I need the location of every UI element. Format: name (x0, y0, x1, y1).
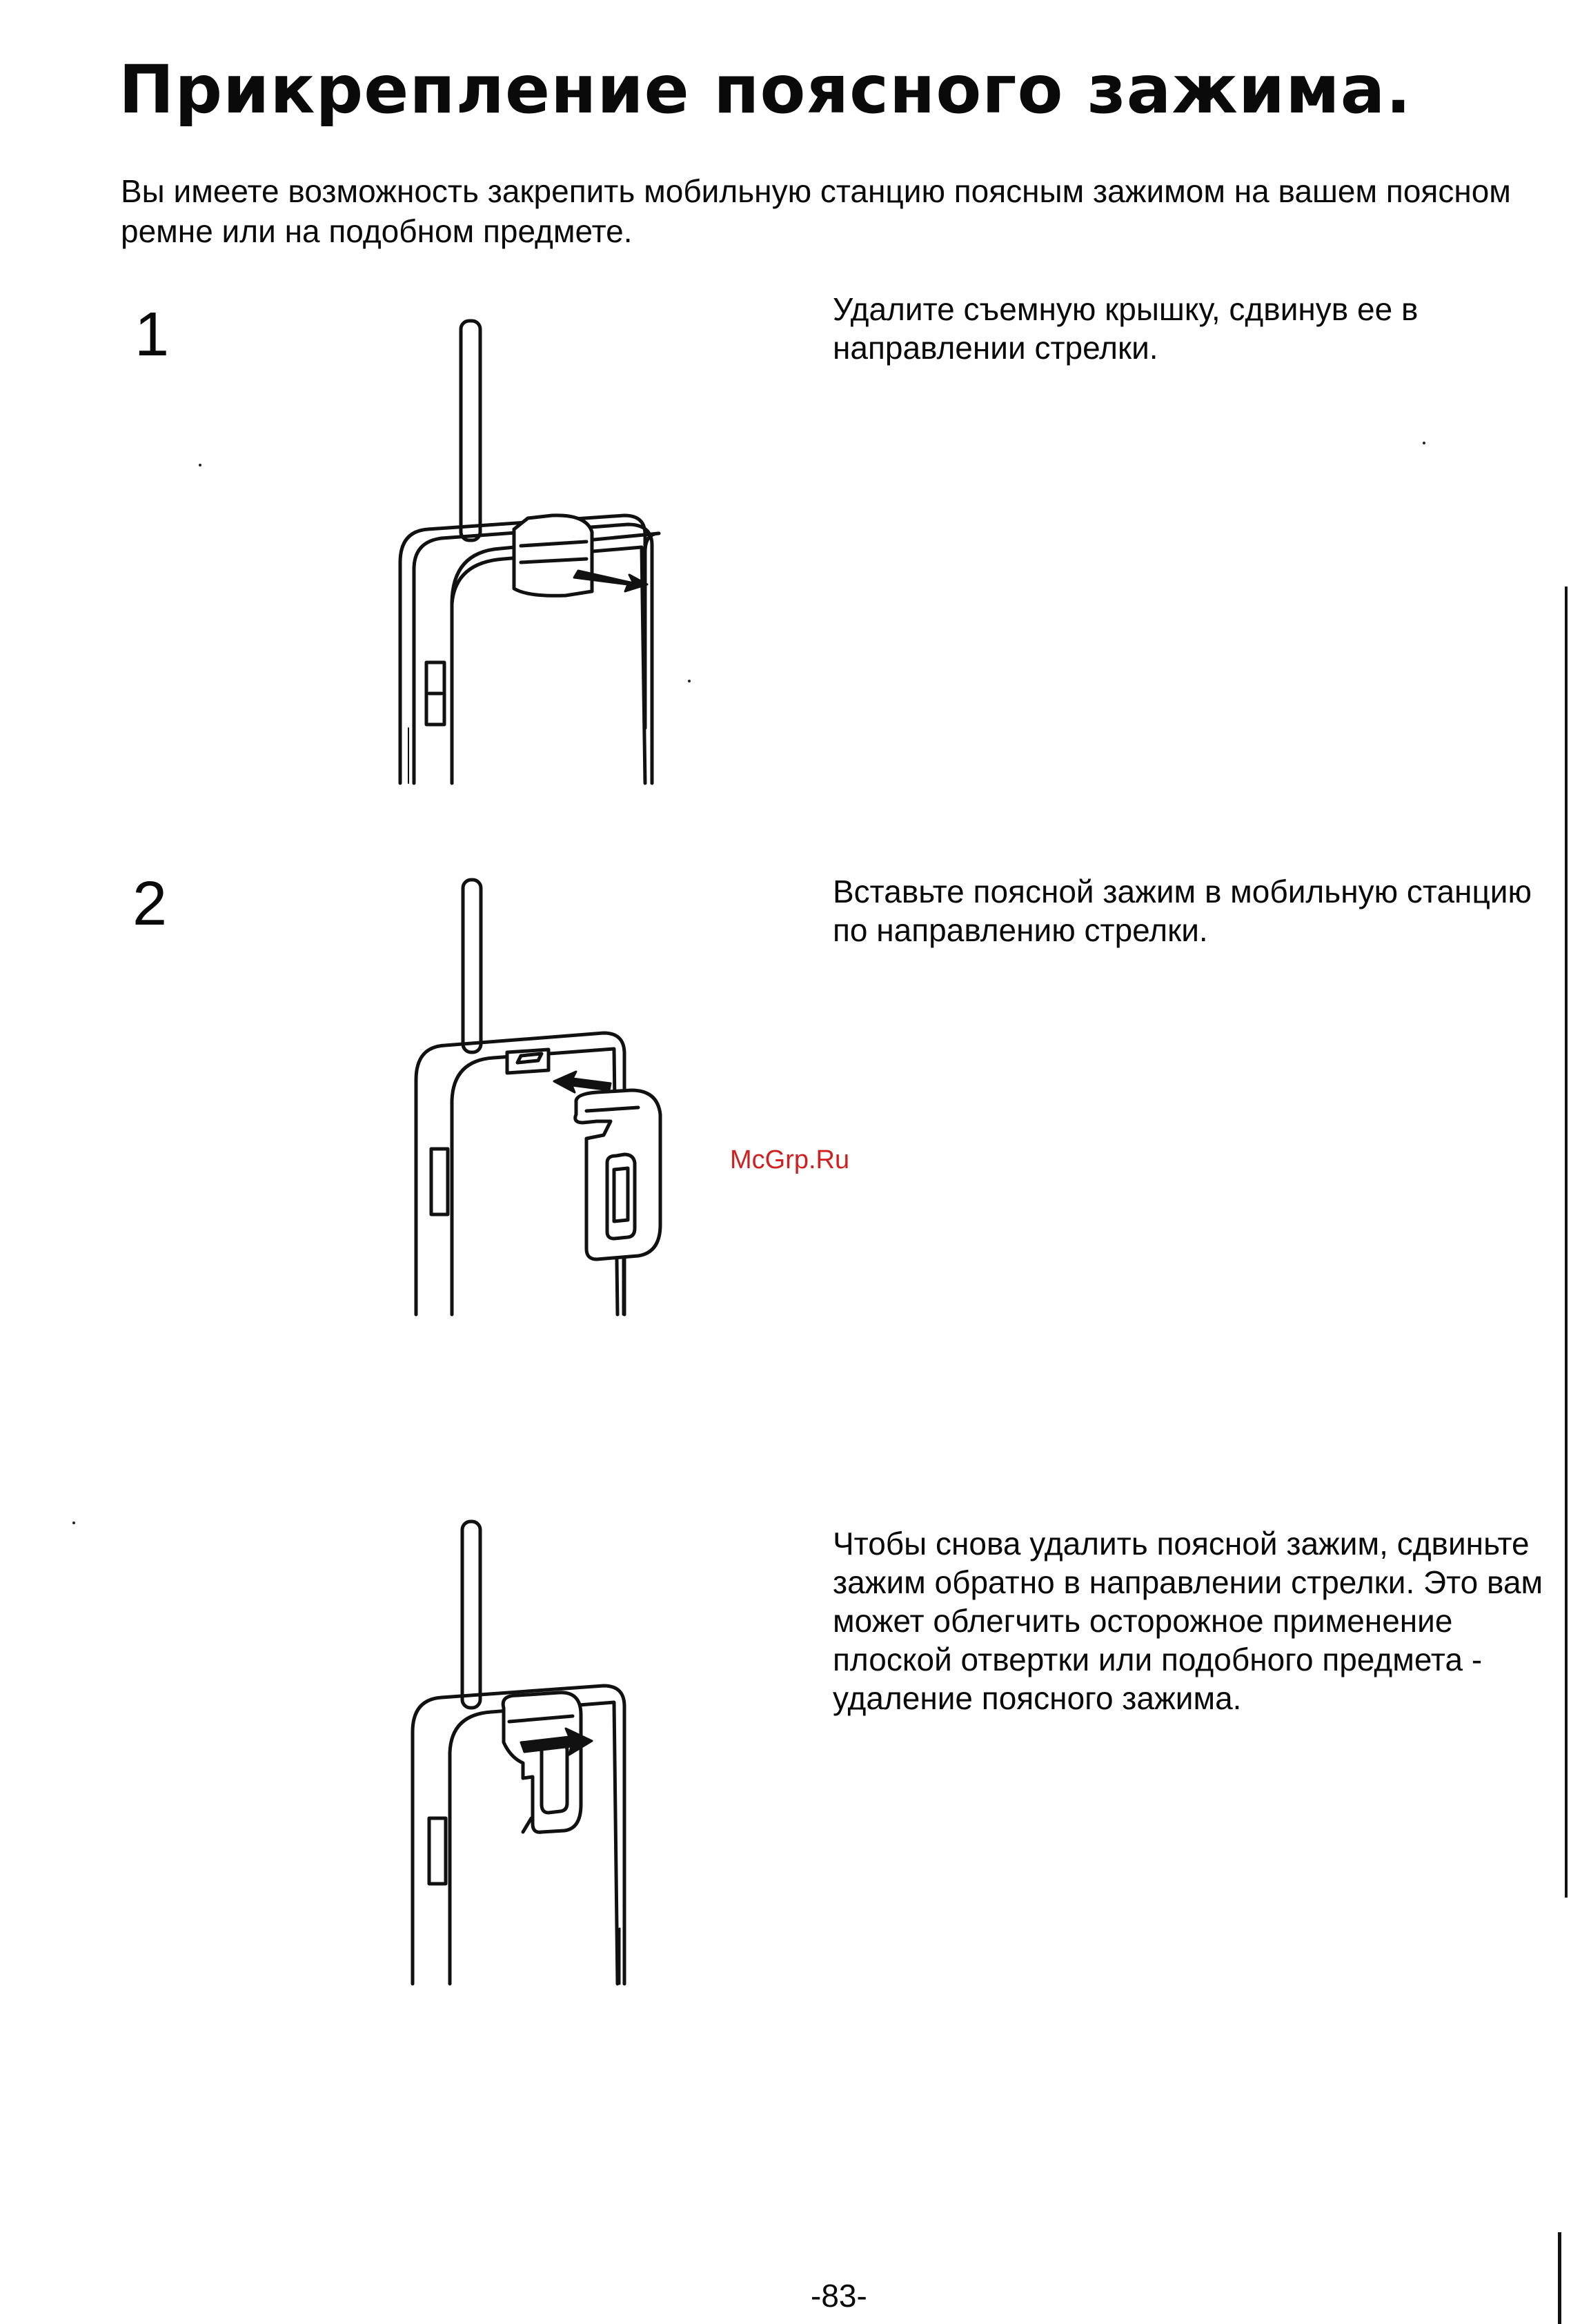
scan-speck (199, 464, 201, 466)
step-3-instruction: Чтобы снова удалить поясной зажим, сдвин… (833, 1526, 1543, 1716)
side-button (429, 1147, 450, 1217)
phone-body-front (450, 531, 661, 785)
remove-arrow (520, 1727, 593, 1756)
scan-speck (1423, 442, 1425, 444)
phone-body-front (448, 1700, 620, 1986)
scan-speck (72, 1522, 75, 1524)
belt-clip (573, 1088, 662, 1261)
antenna (460, 1519, 482, 1710)
scan-speck (688, 680, 691, 682)
intro-paragraph: Вы имеете возможность закрепить мобильну… (121, 173, 1511, 249)
step-2-instruction: Вставьте поясной зажим в мобильную станц… (833, 874, 1532, 948)
step-1-illustration (386, 314, 676, 785)
phone-body-back (411, 1684, 626, 1986)
page-title: Прикрепление поясного зажима. (119, 51, 1412, 128)
side-button (427, 1816, 448, 1886)
antenna (459, 319, 482, 542)
step-1-number: 1 (135, 300, 170, 369)
step-2-number: 2 (132, 869, 168, 938)
scan-edge-line-bottom (1558, 2232, 1561, 2324)
step-2-illustration (404, 873, 693, 1317)
page-number: -83- (811, 2278, 867, 2314)
scan-edge-line (1565, 587, 1568, 1898)
step-1-instruction: Удалите съемную крышку, сдвинув ее в нап… (833, 291, 1419, 366)
slide-arrow (573, 569, 649, 593)
step-3-illustration (400, 1515, 690, 1986)
phone-body-front (450, 1047, 620, 1317)
phone-body-back (414, 1031, 626, 1317)
watermark: McGrp.Ru (730, 1145, 850, 1174)
antenna (461, 878, 483, 1054)
insert-arrow (553, 1070, 612, 1094)
removable-cover (512, 513, 594, 598)
